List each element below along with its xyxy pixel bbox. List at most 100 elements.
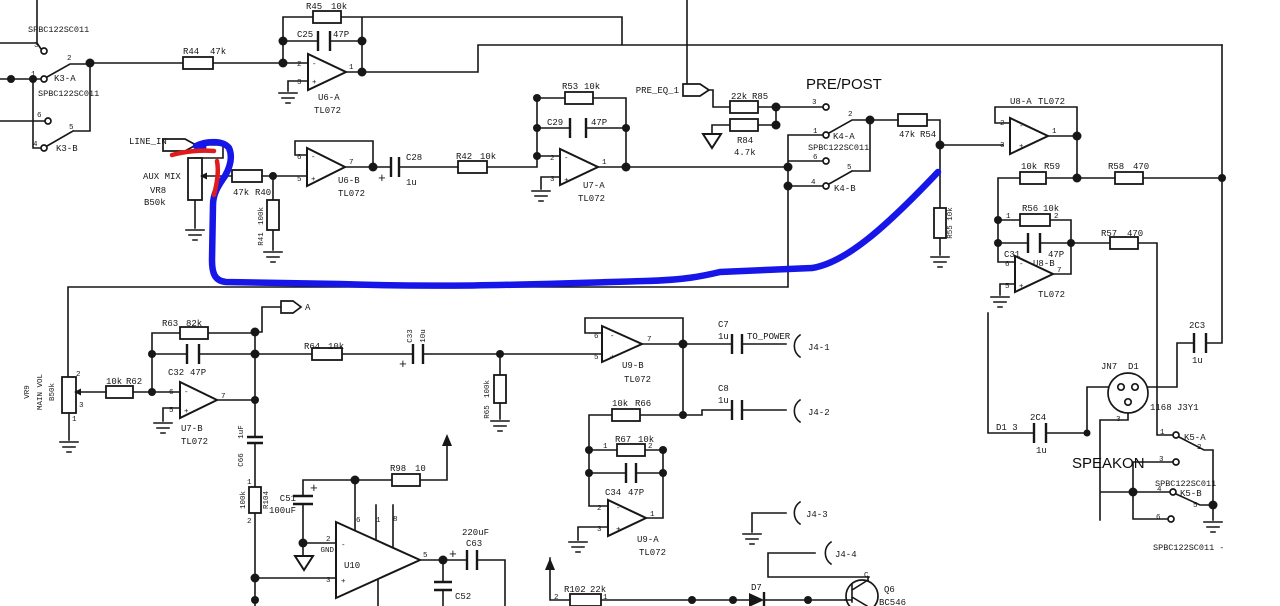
value-label: 100uF: [269, 506, 296, 516]
value-label: 47k: [233, 188, 249, 198]
line-in-label: LINE_IN: [129, 137, 167, 147]
pin-label: 4: [33, 141, 38, 149]
pin-label: 5: [1193, 502, 1198, 510]
value-label: 47P: [333, 30, 349, 40]
ref-label: R63: [162, 319, 178, 329]
pin-label: 3: [550, 176, 555, 184]
pin-label: 6: [594, 333, 599, 341]
cap-polarity: +: [449, 547, 457, 562]
wire: [68, 306, 603, 606]
pin-label: 2: [1197, 444, 1202, 452]
red-annotation-vertical: [211, 158, 221, 198]
ref-label: R62: [126, 377, 142, 387]
pin-label: 1: [376, 517, 381, 525]
ref-label: R98: [390, 464, 406, 474]
value-label: 10k: [612, 399, 628, 409]
switch-k3b-label: K3-B: [56, 144, 78, 154]
opamp-u9b-label: U9-B: [622, 361, 644, 371]
pin-label: 6: [169, 389, 174, 397]
xlr-part-label: 1168 J3Y1: [1150, 403, 1199, 413]
gnd-net-label: GND: [320, 547, 334, 555]
wire: [194, 97, 789, 251]
ref-label: C7: [718, 320, 729, 330]
pin-label: 3: [34, 42, 39, 50]
opamp-u9a-label: U9-A: [637, 535, 659, 545]
pin-label: 3: [79, 402, 84, 410]
pin-label: 2: [1054, 213, 1059, 221]
ic-label: TL072: [338, 189, 365, 199]
pin-label: 2: [297, 61, 302, 69]
opamp-u7b-label: U7-B: [181, 424, 203, 434]
pin-label: 1: [603, 443, 608, 451]
value-label: 47P: [190, 368, 206, 378]
transistor-q6-icon: [845, 579, 879, 606]
cap-polarity: +: [378, 171, 386, 186]
pin-label: 3: [597, 526, 602, 534]
ic-label: TL072: [624, 375, 651, 385]
red-annotation-horizontal: [169, 148, 217, 158]
opamp-noninv-icon: +: [564, 177, 569, 185]
value-label: 1u: [1036, 446, 1047, 456]
ref-label: VR8: [150, 186, 166, 196]
annotations: [169, 138, 942, 289]
ref-label: C33: [407, 329, 415, 343]
line-in-connector-icon: [162, 138, 198, 152]
pin-label: 1: [1052, 128, 1057, 136]
switch-k4a-label: K4-A: [833, 132, 855, 142]
opamp-u8a-label: U8-A: [1010, 97, 1032, 107]
ref-label: R56: [1022, 204, 1038, 214]
ref-label: C63: [466, 539, 482, 549]
main-vol-label: MAIN VOL: [37, 374, 45, 411]
ref-label: R57: [1101, 229, 1117, 239]
value-label: 10k: [1043, 204, 1059, 214]
net-label: D1 3: [996, 423, 1018, 433]
opamp-noninv-icon: +: [616, 526, 621, 534]
opamp-inv-icon: -: [564, 155, 569, 163]
pin-label: 6: [1156, 514, 1161, 522]
ref-label: C34: [605, 488, 621, 498]
ic-label: TL072: [1038, 97, 1065, 107]
value-label: 100k: [240, 491, 248, 510]
switch-pin-circles: [40, 47, 1180, 523]
a-connector-icon: [280, 300, 303, 314]
power-amp-u10-label: U10: [344, 561, 360, 571]
j4-3-label: J4-3: [806, 510, 828, 520]
ref-label: C8: [718, 384, 729, 394]
speakon-label: SPEAKON: [1072, 455, 1145, 472]
value-label: 10k: [638, 435, 654, 445]
opamp-inv-icon: -: [184, 389, 189, 397]
pin-label: 2: [648, 443, 653, 451]
ref-label: VR9: [24, 385, 32, 399]
switch-k3a-label: K3-A: [54, 74, 76, 84]
pin-label: 3: [297, 79, 302, 87]
value-label: 10k: [584, 82, 600, 92]
value-label: 100k: [484, 380, 492, 399]
ref-label: R40: [255, 188, 271, 198]
pin-label: 2: [1000, 120, 1005, 128]
value-label: 1u: [718, 332, 729, 342]
opamp-noninv-icon: +: [1019, 143, 1024, 151]
value-label: 10k: [1021, 162, 1037, 172]
pin-label: 4: [811, 179, 816, 187]
value-label: 22k: [590, 585, 606, 595]
xlr-d1-label: D1: [1128, 362, 1139, 372]
pin-label: 1: [72, 416, 77, 424]
part-label: SPBC122SC011: [28, 25, 89, 35]
value-label: 1u: [406, 178, 417, 188]
opamp-noninv-icon: +: [184, 408, 189, 416]
pin-label: 4: [1157, 486, 1162, 494]
gnd-triangle: [293, 133, 723, 572]
pin-label: 2: [550, 155, 555, 163]
junction-dots: [7, 36, 1226, 604]
pre-post-label: PRE/POST: [806, 76, 882, 93]
cap-polarity: +: [399, 357, 407, 372]
ref-label: C66: [238, 453, 246, 467]
pin-label: 6: [297, 154, 302, 162]
j4-3-jack-icon: [793, 500, 802, 526]
value-label: 22k: [731, 92, 747, 102]
value-label: 10: [415, 464, 426, 474]
opamp-noninv-icon: +: [312, 79, 317, 87]
ic-label: TL072: [181, 437, 208, 447]
pin-label: 1: [813, 128, 818, 136]
j4-1-jack-icon: [793, 333, 802, 359]
